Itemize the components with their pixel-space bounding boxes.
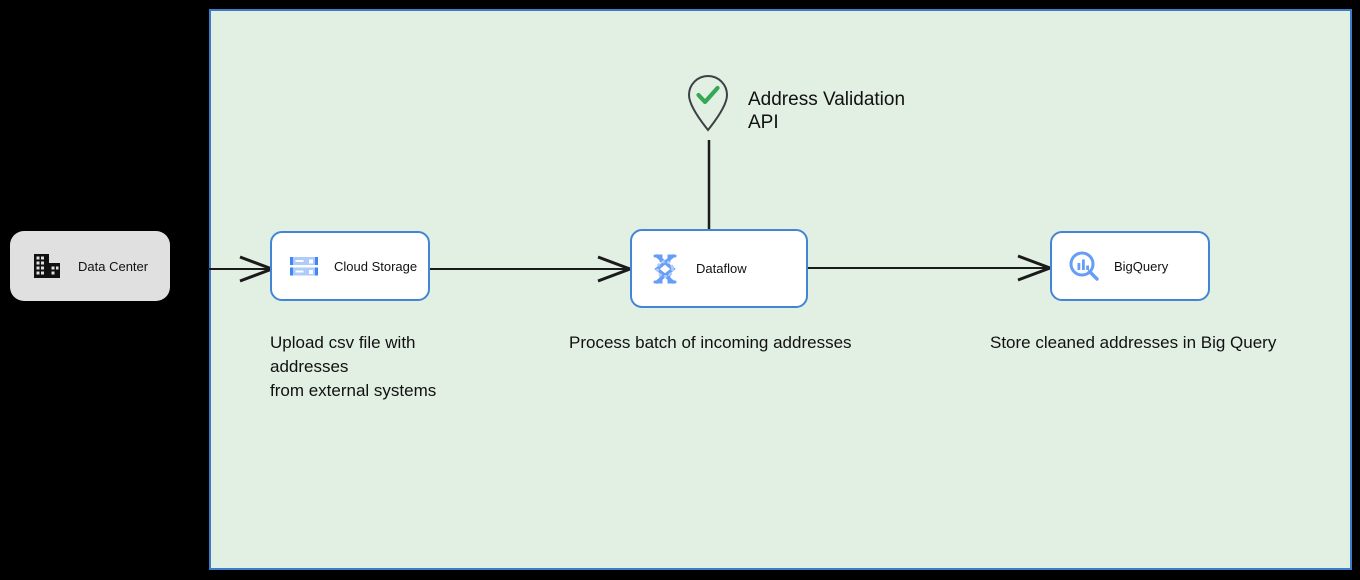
edge-datacenter-to-cloud-storage <box>208 255 277 283</box>
node-bigquery-label: BigQuery <box>1114 258 1169 274</box>
data-center-icon <box>32 251 62 281</box>
edge-dataflow-to-bigquery <box>808 254 1055 282</box>
location-pin-check-icon <box>687 74 729 132</box>
caption-bigquery: Store cleaned addresses in Big Query <box>990 333 1277 352</box>
node-dataflow-label: Dataflow <box>696 261 747 276</box>
cloud-storage-icon <box>288 250 320 282</box>
edge-address-validation-api-to-dataflow <box>707 140 711 232</box>
address-validation-api-label: Address Validation API <box>748 89 906 133</box>
node-data-center-label: Data Center <box>78 258 149 274</box>
node-data-center[interactable]: Data Center <box>10 231 170 301</box>
dataflow-icon <box>648 252 682 286</box>
caption-cloud-storage: Upload csv file with addresses from exte… <box>270 333 437 400</box>
node-cloud-storage[interactable]: Cloud Storage <box>270 231 430 301</box>
caption-dataflow: Process batch of incoming addresses <box>569 333 852 352</box>
node-dataflow[interactable]: Dataflow <box>630 229 808 308</box>
edge-cloud-storage-to-dataflow <box>430 255 635 283</box>
bigquery-icon <box>1068 250 1100 282</box>
node-bigquery[interactable]: BigQuery <box>1050 231 1210 301</box>
node-cloud-storage-label: Cloud Storage <box>334 258 418 274</box>
